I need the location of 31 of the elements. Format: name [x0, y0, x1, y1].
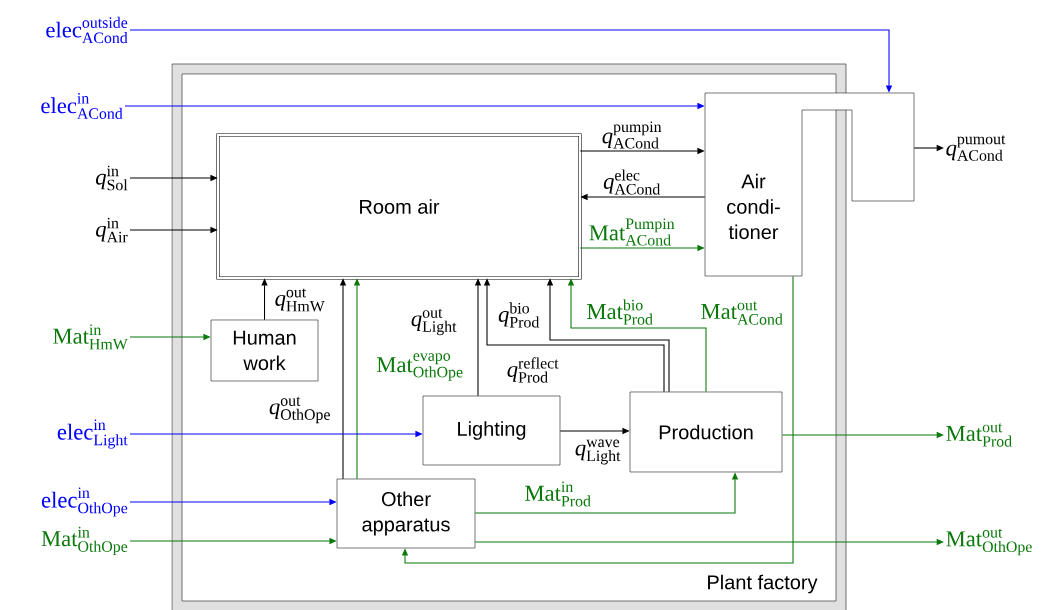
edge-label: $\mathit{q}^{\mathrm{bio}}_{\mathrm{Prod}}$	[498, 302, 540, 328]
edge-label: $\mathit{q}^{\mathrm{out}}_{\mathrm{OthOpe}}$	[269, 396, 330, 424]
flow-label: $\mathrm{elec}^{\mathrm{outside}}_{\mathrm{ACond}}$	[46, 16, 128, 44]
edge-label: $\mathit{q}^{\mathrm{out}}_{\mathrm{Light}}$	[411, 308, 457, 336]
process-box: Human work	[210, 319, 319, 382]
flow-label: $\mathrm{Mat}^{\mathrm{in}}_{\mathrm{HmW}}$	[53, 324, 128, 350]
flow-label: $\mathrm{elec}^{\mathrm{in}}_{\mathrm{Light}}$	[57, 419, 128, 449]
edge-label: $\mathrm{Mat}^{\mathrm{in}}_{\mathrm{Prod}}$	[525, 481, 591, 507]
process-box: Other apparatus	[336, 478, 476, 549]
edge-label: $\mathit{q}^{\mathrm{wave}}_{\mathrm{Light}}$	[575, 439, 621, 465]
flow-label: $\mathrm{Mat}^{\mathrm{out}}_{\mathrm{Prod}}$	[946, 423, 1012, 447]
process-box: Production	[629, 391, 783, 473]
flow-label: $\mathit{q}^{\mathrm{pumout}}_{\mathrm{ACond}}$	[946, 135, 1006, 161]
arrow	[401, 275, 794, 564]
air-conditioner-box: Air condi- tioner	[704, 92, 915, 277]
flow-label: $\mathit{q}^{\mathrm{in}}_{\mathrm{Air}}$	[96, 217, 128, 243]
edge-label: $\mathrm{Mat}^{\mathrm{Pumpin}}_{\mathrm{ACond}}$	[589, 218, 675, 246]
flow-label: $\mathrm{elec}^{\mathrm{in}}_{\mathrm{OthOpe}}$	[41, 487, 128, 517]
edge-label: $\mathit{q}^{\mathrm{pumpin}}_{\mathrm{ACond}}$	[602, 121, 662, 149]
edge-label: $\mathit{q}^{\mathrm{out}}_{\mathrm{HmW}}$	[275, 288, 325, 312]
flow-label: $\mathrm{elec}^{\mathrm{in}}_{\mathrm{ACond}}$	[41, 93, 123, 119]
flow-label: $\mathit{q}^{\mathrm{in}}_{\mathrm{Sol}}$	[96, 165, 128, 191]
edge-label: $\mathit{q}^{\mathrm{elec}}_{\mathrm{ACond}}$	[603, 169, 661, 195]
edge-label: $\mathit{q}^{\mathrm{reflect}}_{\mathrm{Prod}}$	[507, 357, 559, 383]
flow-label: $\mathrm{Mat}^{\mathrm{in}}_{\mathrm{OthOpe}}$	[41, 526, 128, 556]
flow-label: $\mathrm{Mat}^{\mathrm{out}}_{\mathrm{OthOpe}}$	[946, 528, 1032, 556]
edge-label: $\mathrm{Mat}^{\mathrm{evapo}}_{\mathrm{OthOpe}}$	[376, 353, 463, 381]
room-box: Room air	[216, 133, 582, 280]
process-box: Lighting	[422, 395, 561, 466]
edge-label: $\mathrm{Mat}^{\mathrm{bio}}_{\mathrm{Prod}}$	[587, 299, 653, 325]
edge-label: $\mathrm{Mat}^{\mathrm{out}}_{\mathrm{ACond}}$	[701, 301, 783, 325]
